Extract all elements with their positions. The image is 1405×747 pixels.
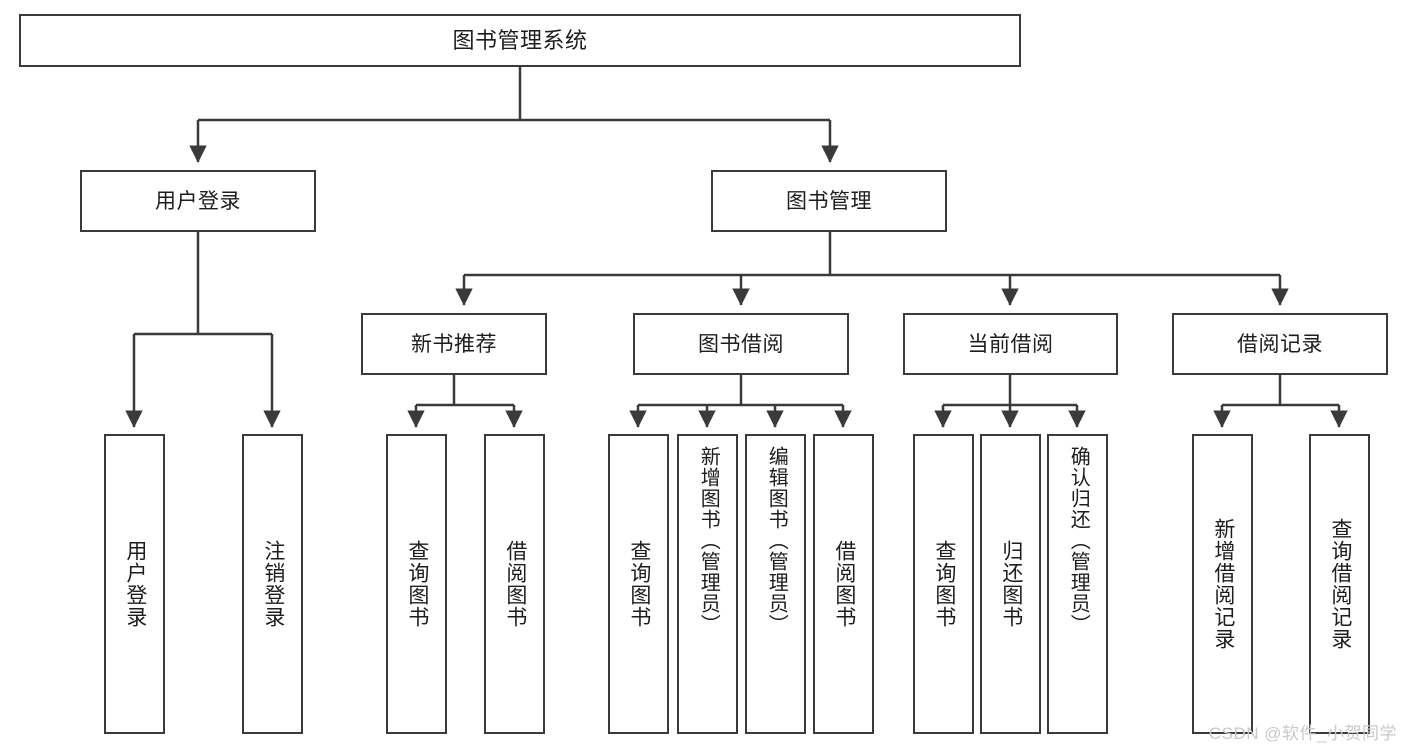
- watermark-text: CSDN @软件_小贺同学: [1208, 724, 1397, 743]
- leaf-current-borrow-confirm-return[interactable]: 确认归还（管理员）: [1047, 434, 1108, 734]
- node-label: 图书借阅: [698, 332, 784, 356]
- node-label: 新增图书（管理员）: [697, 446, 720, 635]
- leaf-book-borrow-edit[interactable]: 编辑图书（管理员）: [745, 434, 806, 734]
- node-current-borrow[interactable]: 当前借阅: [903, 313, 1118, 375]
- node-label: 查询图书: [405, 540, 429, 628]
- leaf-current-borrow-query[interactable]: 查询图书: [913, 434, 974, 734]
- leaf-new-book-borrow[interactable]: 借阅图书: [484, 434, 545, 734]
- node-label: 图书管理系统: [452, 27, 588, 53]
- node-label: 借阅记录: [1237, 332, 1323, 356]
- leaf-user-login-logout[interactable]: 注销登录: [242, 434, 303, 734]
- node-label: 查询图书: [932, 540, 956, 628]
- node-label: 用户登录: [123, 540, 147, 628]
- leaf-borrow-record-query[interactable]: 查询借阅记录: [1309, 434, 1370, 734]
- node-label: 新书推荐: [411, 332, 497, 356]
- node-book-management[interactable]: 图书管理: [711, 170, 947, 232]
- leaf-new-book-query[interactable]: 查询图书: [386, 434, 447, 734]
- node-label: 新增借阅记录: [1211, 518, 1235, 650]
- node-label: 查询图书: [627, 540, 651, 628]
- node-label: 编辑图书（管理员）: [765, 446, 788, 635]
- leaf-current-borrow-return[interactable]: 归还图书: [980, 434, 1041, 734]
- node-book-borrow[interactable]: 图书借阅: [633, 313, 849, 375]
- node-user-login[interactable]: 用户登录: [80, 170, 316, 232]
- node-label: 借阅图书: [832, 540, 856, 628]
- node-root-system[interactable]: 图书管理系统: [19, 14, 1021, 67]
- node-label: 图书管理: [786, 189, 872, 213]
- leaf-book-borrow-query[interactable]: 查询图书: [608, 434, 669, 734]
- node-label: 借阅图书: [503, 540, 527, 628]
- node-label: 确认归还（管理员）: [1067, 446, 1090, 635]
- leaf-user-login-login[interactable]: 用户登录: [104, 434, 165, 734]
- leaf-borrow-record-add[interactable]: 新增借阅记录: [1192, 434, 1253, 734]
- node-borrow-record[interactable]: 借阅记录: [1172, 313, 1388, 375]
- node-new-book-recommend[interactable]: 新书推荐: [361, 313, 547, 375]
- node-label: 注销登录: [261, 540, 285, 628]
- leaf-book-borrow-add[interactable]: 新增图书（管理员）: [677, 434, 738, 734]
- node-label: 当前借阅: [967, 332, 1054, 356]
- node-label: 归还图书: [999, 540, 1023, 628]
- leaf-book-borrow-borrow[interactable]: 借阅图书: [813, 434, 874, 734]
- node-label: 用户登录: [155, 189, 241, 213]
- node-label: 查询借阅记录: [1328, 518, 1352, 650]
